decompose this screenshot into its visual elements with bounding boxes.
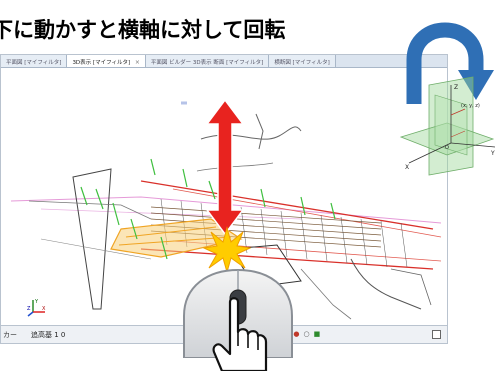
tab-builder-view[interactable]: 平面図 ビルダー 3D表示 断面 [マイフィルタ]	[145, 55, 270, 67]
axis-gizmo-y-label: Y	[34, 299, 39, 305]
tab-plan-view[interactable]: 平面図 [マイフィルタ]	[1, 55, 68, 67]
tab-cross-section-label: 横断図 [マイフィルタ]	[274, 60, 330, 66]
status-left-text: カー	[3, 330, 17, 339]
up-down-arrow-icon	[206, 98, 244, 236]
tab-close-icon[interactable]: ×	[134, 59, 140, 66]
pointing-hand-icon	[212, 297, 268, 371]
tab-3d-view[interactable]: 3D表示 [マイフィルタ] ×	[67, 55, 146, 67]
tab-builder-view-label: 平面図 ビルダー 3D表示 断面 [マイフィルタ]	[150, 60, 264, 66]
status-green-icon[interactable]: ■	[313, 330, 321, 338]
click-burst-icon	[203, 226, 251, 274]
axis-gizmo-x-label: X	[42, 306, 46, 312]
curved-rotate-arrow-icon	[406, 22, 494, 104]
tab-plan-view-label: 平面図 [マイフィルタ]	[6, 60, 62, 66]
planes-coord-label: (x, y, z)	[461, 103, 480, 109]
status-record-icon[interactable]: ●	[293, 330, 300, 338]
status-corner-checkbox[interactable]	[432, 330, 441, 339]
tab-cross-section[interactable]: 横断図 [マイフィルタ]	[269, 55, 336, 67]
planes-z-label: Z	[454, 84, 458, 91]
planes-origin-label: O	[445, 145, 449, 151]
tab-3d-view-label: 3D表示 [マイフィルタ]	[72, 60, 131, 66]
view-tab-bar: 平面図 [マイフィルタ] 3D表示 [マイフィルタ] × 平面図 ビルダー 3D…	[1, 55, 447, 68]
elevation-readout[interactable]: 追高基 1 0	[31, 330, 66, 339]
planes-x-label: X	[405, 164, 409, 171]
axis-gizmo-icon: X Y Z	[27, 299, 46, 317]
planes-y-label: Y	[490, 150, 495, 157]
coordinate-planes-icon: Z X Y (x, y, z) O	[399, 76, 496, 176]
status-zero-icon[interactable]: ○	[303, 330, 310, 338]
axis-gizmo-z-label: Z	[27, 306, 31, 312]
instruction-caption: 下に動かすと横軸に対して回転	[0, 14, 400, 46]
instruction-caption-text: 下に動かすと横軸に対して回転	[0, 18, 286, 42]
